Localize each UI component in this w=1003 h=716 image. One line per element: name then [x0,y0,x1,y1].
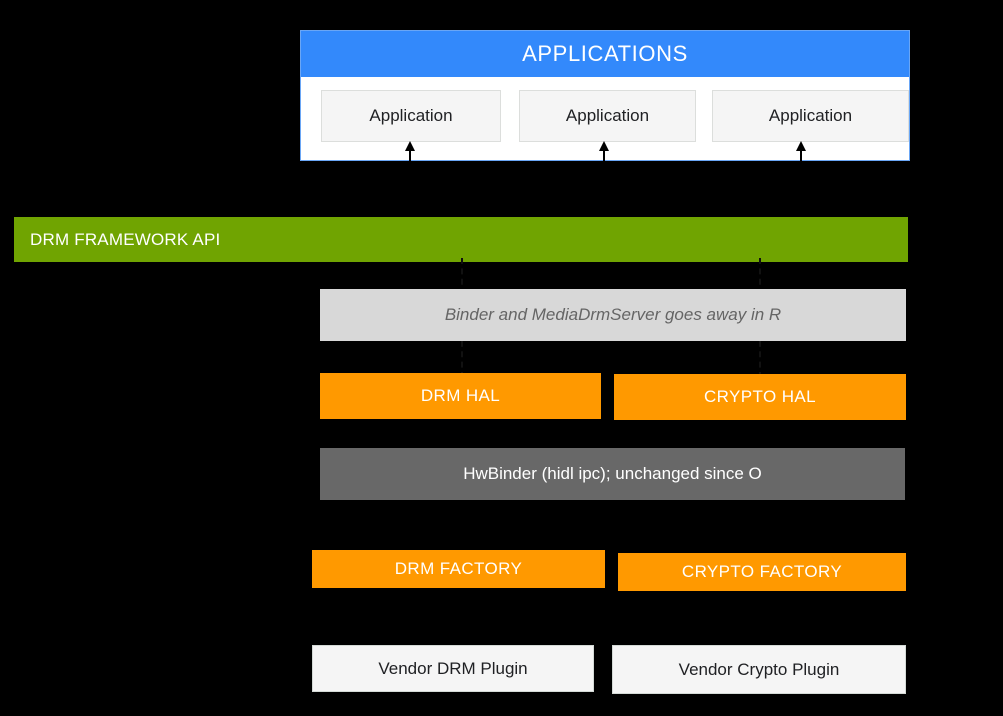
drm-hal-box[interactable]: DRM HAL [320,373,601,419]
arrow-up-2-stem [603,150,605,163]
crypto-factory-box[interactable]: CRYPTO FACTORY [618,553,906,591]
arrow-up-3-head [796,141,806,151]
arrow-up-3 [796,141,806,163]
applications-container: APPLICATIONS Application Application App… [300,30,910,161]
arrow-down-2-stem [603,204,605,217]
binder-mediadrmserver-label: Binder and MediaDrmServer goes away in R [444,305,782,324]
drm-hal-label: DRM HAL [420,386,501,405]
vendor-crypto-plugin-box[interactable]: Vendor Crypto Plugin [612,645,906,694]
crypto-hal-box[interactable]: CRYPTO HAL [614,374,906,420]
vendor-drm-plugin-box[interactable]: Vendor DRM Plugin [312,645,594,692]
application-box-1-label: Application [369,106,453,125]
crypto-hal-label: CRYPTO HAL [703,387,817,406]
drm-framework-api-label: DRM FRAMEWORK API [30,229,221,249]
application-box-1[interactable]: Application [321,90,501,142]
application-box-2[interactable]: Application [519,90,696,142]
arrow-up-2-head [599,141,609,151]
arrow-down-3-stem [837,207,839,220]
drm-factory-box[interactable]: DRM FACTORY [312,550,605,588]
drm-factory-label: DRM FACTORY [394,559,523,578]
arrow-up-1-head [405,141,415,151]
binder-mediadrmserver-box: Binder and MediaDrmServer goes away in R [320,289,906,341]
arrow-up-2 [599,141,609,163]
vendor-crypto-plugin-label: Vendor Crypto Plugin [678,659,840,679]
arrow-up-3-stem [800,150,802,163]
drm-framework-api-bar: DRM FRAMEWORK API [14,217,908,262]
crypto-factory-label: CRYPTO FACTORY [681,562,843,581]
arrow-down-1-stem [376,207,378,220]
application-box-3[interactable]: Application [712,90,909,142]
application-box-3-label: Application [768,106,853,125]
arrow-up-1-stem [409,150,411,163]
application-box-2-label: Application [565,106,650,125]
hwbinder-label: HwBinder (hidl ipc); unchanged since O [463,464,762,483]
vendor-drm-plugin-label: Vendor DRM Plugin [378,658,528,678]
arrow-up-1 [405,141,415,163]
applications-header-label: APPLICATIONS [522,41,688,66]
hwbinder-box: HwBinder (hidl ipc); unchanged since O [320,448,905,500]
applications-header: APPLICATIONS [301,31,909,77]
